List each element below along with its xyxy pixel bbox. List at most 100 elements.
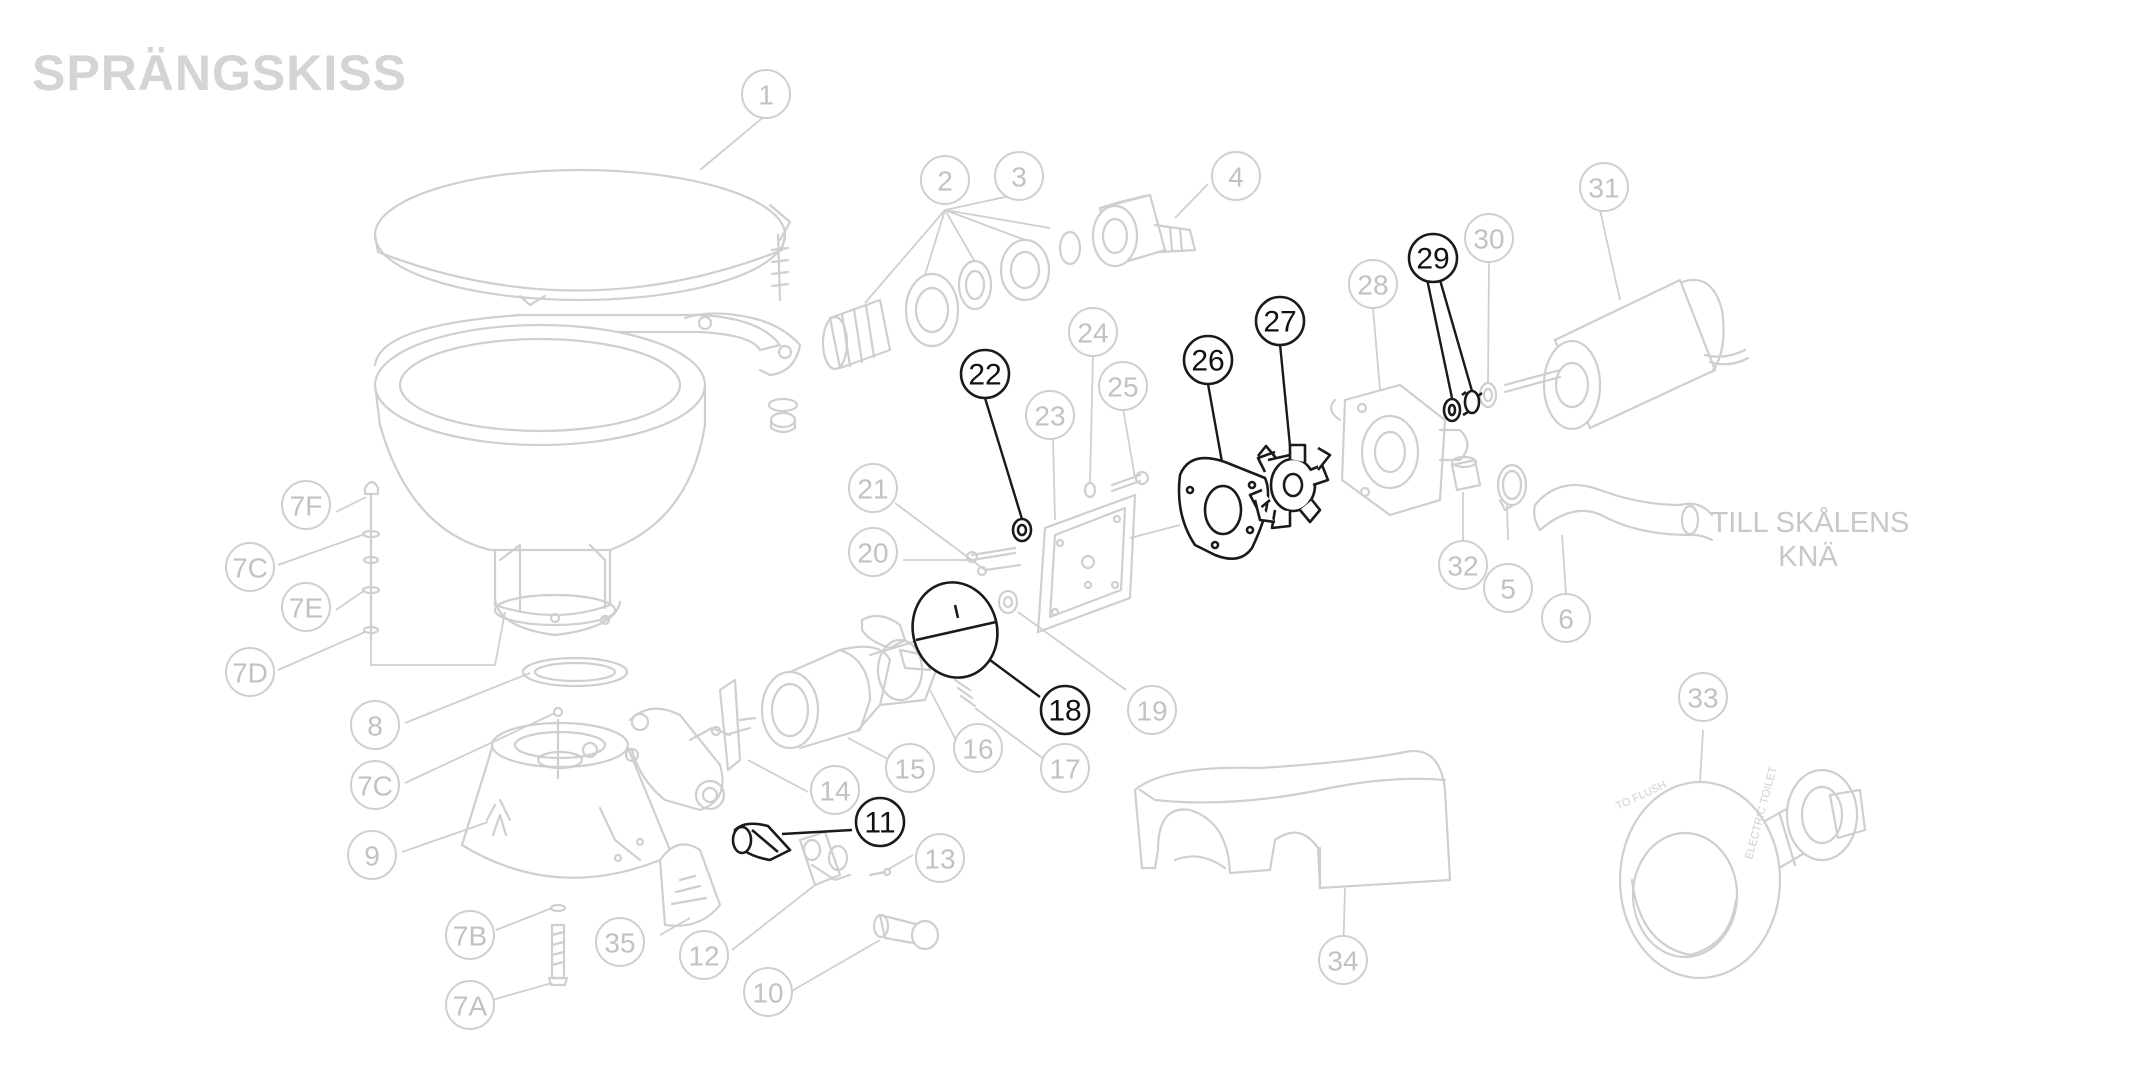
callout-34: 34 [1318,935,1368,985]
callout-8: 8 [350,700,400,750]
cap-10-part [872,913,940,951]
callout-circle [445,980,495,1030]
pump-body-part [1329,383,1469,517]
inlet-fittings-part [821,193,1197,371]
callout-label: 1 [758,80,774,111]
callout-circle [1483,563,1533,613]
callout-5: 5 [1483,563,1533,613]
callout-29: 29 [1407,232,1459,284]
screw-24-25-part [1083,470,1150,499]
callout-23: 23 [1025,390,1075,440]
callout-13: 13 [915,833,965,883]
callout-25: 25 [1098,361,1148,411]
callout-16: 16 [953,723,1003,773]
callout-2: 2 [920,155,970,205]
callout-7f: 7F [281,480,331,530]
callout-circle [281,480,331,530]
callout-28: 28 [1348,259,1398,309]
callout-7e: 7E [281,582,331,632]
impeller-27-part [1248,443,1332,530]
callout-circle [848,463,898,513]
washers-29-part [1442,389,1483,423]
callout-circle [848,527,898,577]
callout-label: 24 [1077,318,1108,349]
callout-circle [994,151,1044,201]
callout-6: 6 [1541,593,1591,643]
callout-label: 15 [894,754,925,785]
callout-12: 12 [679,930,729,980]
callout-label: 7D [232,658,268,689]
callout-35: 35 [595,917,645,967]
callout-circle [885,743,935,793]
callout-1: 1 [741,69,791,119]
callout-label: 7E [289,593,323,624]
callout-26: 26 [1182,334,1234,386]
flush-switch-part: TO FLUSH ELECTRIC TOILET [1614,765,1867,980]
callout-circle [854,796,906,848]
chopper-plate-part [860,614,977,708]
pump-housing-part [628,707,732,812]
callout-circle [810,765,860,815]
diagram-title: SPRÄNGSKISS [32,45,407,101]
callout-30: 30 [1464,213,1514,263]
lower-bolt-part [547,903,569,987]
callout-label: 18 [1048,695,1081,728]
callout-label: 16 [962,734,993,765]
callout-circle [743,967,793,1017]
pump-base-part [460,718,674,879]
callout-label: 8 [367,711,383,742]
callout-label: 7C [357,771,393,802]
macerator-housing-part [760,638,942,750]
callout-label: 17 [1049,754,1080,785]
callout-circle [1348,259,1398,309]
cover-plate-part [1036,493,1137,634]
callout-label: 23 [1034,401,1065,432]
hose-note-line2: KNÄ [1778,541,1838,573]
callout-label: 4 [1228,162,1244,193]
callout-label: 27 [1263,306,1296,339]
callout-label: 5 [1500,574,1516,605]
callout-20: 20 [848,527,898,577]
callout-label: 26 [1191,345,1224,378]
diaphragm-18-part [911,581,999,679]
callout-circle [915,833,965,883]
callout-7c-lower: 7C [350,760,400,810]
callout-circle [953,723,1003,773]
callout-label: 25 [1107,372,1138,403]
toilet-lid-part [373,168,792,307]
callout-circle [1318,935,1368,985]
callout-circle [350,700,400,750]
callout-19: 19 [1127,685,1177,735]
callout-label: 7F [290,491,323,522]
callout-label: 3 [1011,162,1027,193]
callout-circle [595,917,645,967]
callout-circle [1068,307,1118,357]
callout-label: 13 [924,844,955,875]
washer-19-part [997,589,1019,615]
callout-32: 32 [1438,540,1488,590]
highlighted-leader-lines-group [781,278,1474,836]
callout-label: 7C [232,553,268,584]
callout-circle [679,930,729,980]
callout-circle [1438,540,1488,590]
callout-10: 10 [743,967,793,1017]
callout-label: 22 [968,359,1001,392]
callout-label: 32 [1447,551,1478,582]
callout-label: 7A [453,991,488,1022]
diverter-part [658,843,722,927]
callout-label: 30 [1473,224,1504,255]
callout-circle [1211,151,1261,201]
callout-label: 12 [688,941,719,972]
callout-circle [1678,672,1728,722]
callout-circle [1182,334,1234,386]
callout-9: 9 [347,830,397,880]
base-gasket-part [521,656,629,718]
callout-27: 27 [1254,295,1306,347]
callout-label: 10 [752,978,783,1009]
callout-label: 7B [453,921,487,952]
callout-label: 29 [1416,243,1449,276]
callout-label: 14 [819,776,850,807]
gasket-26-part [1177,456,1270,560]
callout-7a: 7A [445,980,495,1030]
hose-note-line1: TILL SKÅLENS [1711,506,1910,539]
